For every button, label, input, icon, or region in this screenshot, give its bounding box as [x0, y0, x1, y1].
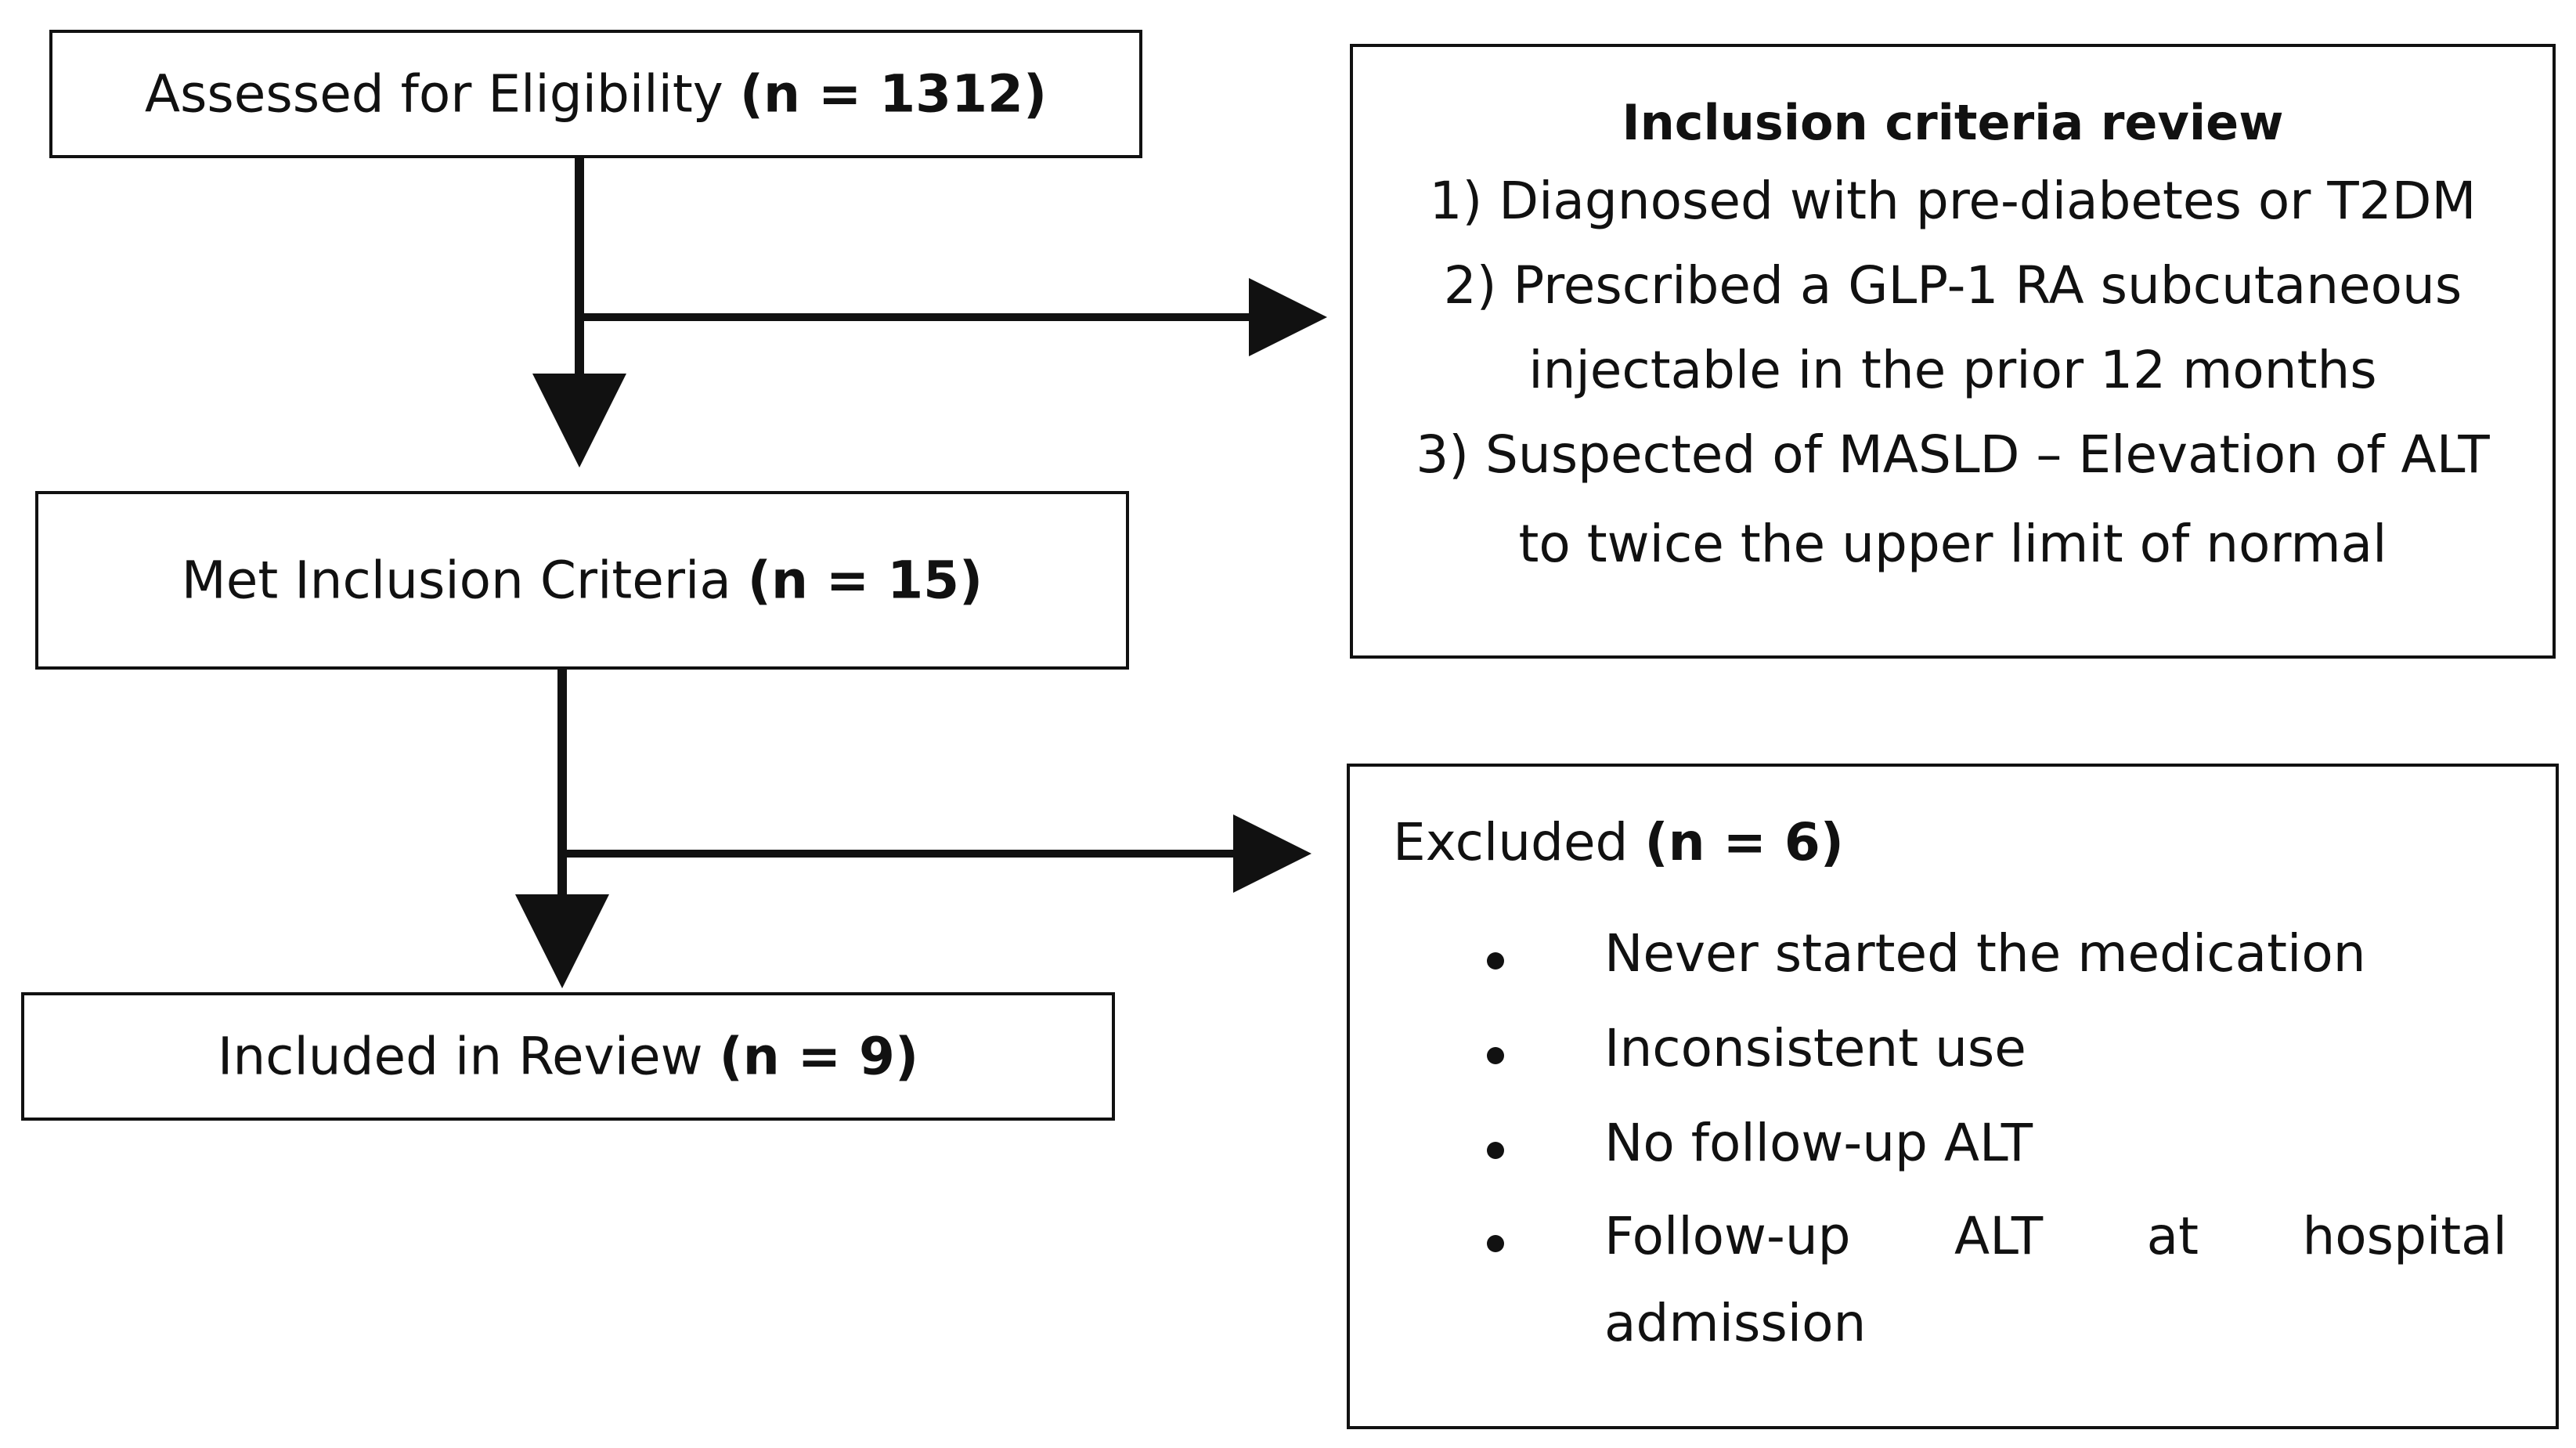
criteria-line-1: 1) Diagnosed with pre-diabetes or T2DM [1429, 171, 2477, 231]
excluded-count: (n = 6) [1644, 812, 1844, 872]
met-criteria-label: Met Inclusion Criteria [181, 550, 731, 611]
met-criteria-count: (n = 15) [747, 550, 983, 611]
criteria-line-2: 2) Prescribed a GLP-1 RA subcutaneous [1443, 255, 2462, 316]
assessed-text: Assessed for Eligibility (n = 1312) [52, 64, 1139, 125]
excluded-item-3: No follow-up ALT [1604, 1113, 2033, 1173]
included-label: Included in Review [217, 1026, 703, 1087]
included-count: (n = 9) [719, 1026, 919, 1087]
included-text: Included in Review (n = 9) [24, 1027, 1112, 1087]
excluded-item-4-word-1: Follow-up [1604, 1206, 1851, 1266]
assessed-count: (n = 1312) [739, 63, 1048, 125]
excluded-item-4-word-4: hospital [2302, 1206, 2507, 1266]
excluded-item-1: Never started the medication [1604, 923, 2366, 984]
excluded-item-2: Inconsistent use [1604, 1018, 2026, 1078]
assessed-label: Assessed for Eligibility [144, 63, 723, 125]
bullet-icon [1487, 1235, 1504, 1252]
excluded-item-4-word-2: ALT [1954, 1206, 2044, 1266]
met-criteria-text: Met Inclusion Criteria (n = 15) [38, 551, 1126, 611]
assessed-box: Assessed for Eligibility (n = 1312) [49, 30, 1142, 158]
bullet-icon [1487, 1047, 1504, 1064]
criteria-line-4: 3) Suspected of MASLD – Elevation of ALT [1416, 424, 2490, 485]
included-box: Included in Review (n = 9) [21, 992, 1115, 1121]
excluded-label: Excluded [1393, 812, 1629, 872]
excluded-heading: Excluded (n = 6) [1393, 812, 1844, 872]
criteria-line-5: to twice the upper limit of normal [1518, 514, 2387, 574]
bullet-icon [1487, 952, 1504, 970]
met-criteria-box: Met Inclusion Criteria (n = 15) [35, 491, 1129, 670]
excluded-box: Excluded (n = 6) Never started the medic… [1347, 764, 2559, 1429]
inclusion-criteria-box: Inclusion criteria review 1) Diagnosed w… [1350, 44, 2556, 659]
bullet-icon [1487, 1142, 1504, 1159]
excluded-item-4: Follow-up ALT at hospital [1604, 1206, 2507, 1266]
inclusion-criteria-title: Inclusion criteria review [1622, 94, 2284, 151]
excluded-item-4-continuation: admission [1604, 1293, 1867, 1353]
criteria-line-3: injectable in the prior 12 months [1528, 340, 2377, 400]
excluded-item-4-word-3: at [2146, 1206, 2199, 1266]
